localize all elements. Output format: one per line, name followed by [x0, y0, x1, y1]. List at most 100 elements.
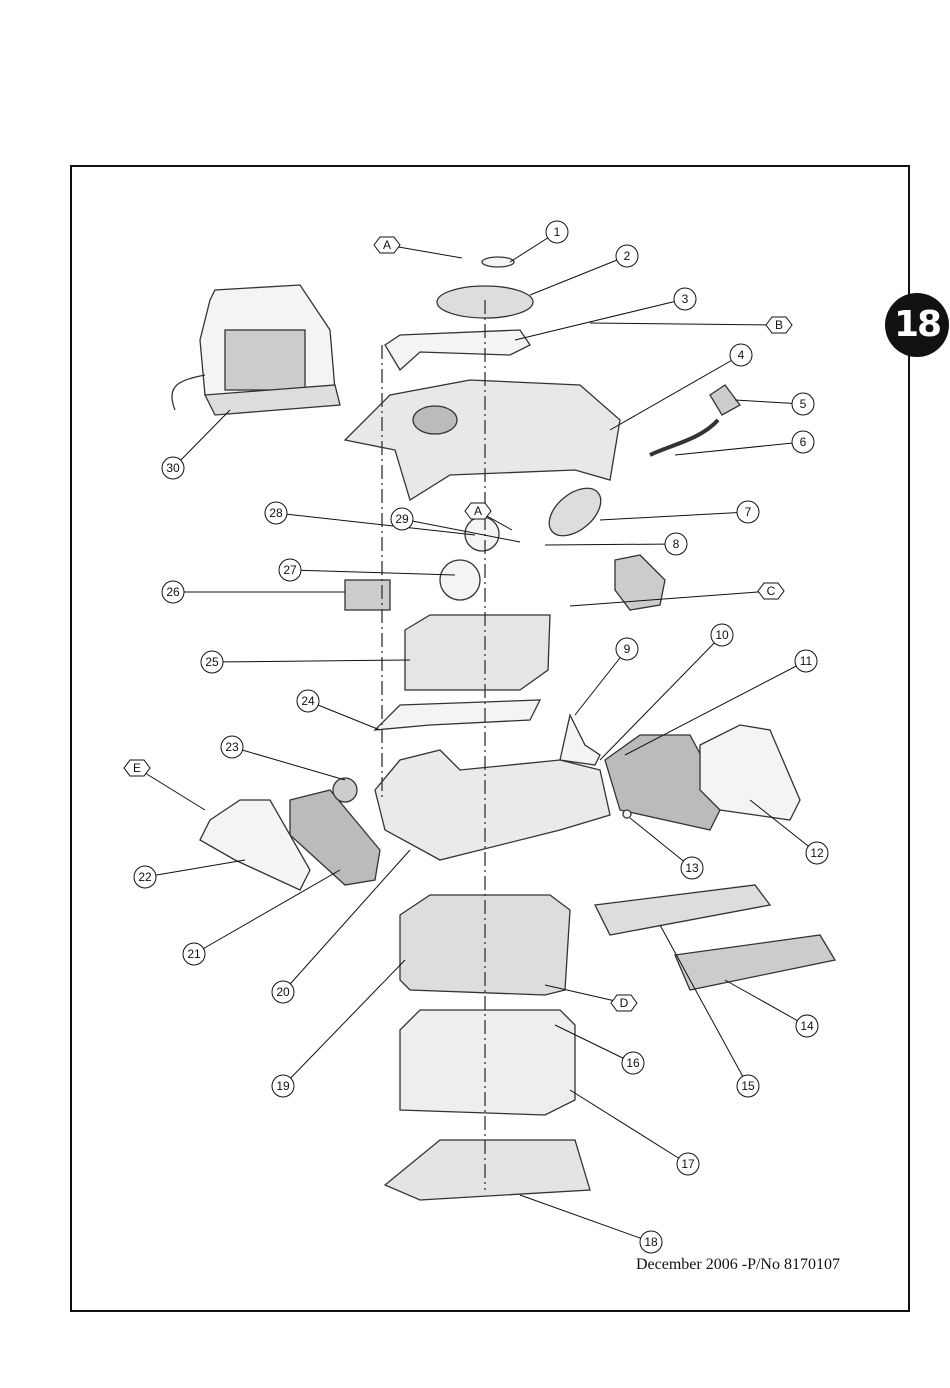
leader-line	[145, 860, 245, 877]
callout-1: 1	[546, 221, 568, 243]
callout-label: 19	[276, 1079, 290, 1093]
callout-21: 21	[183, 943, 205, 965]
part-1	[482, 257, 514, 267]
leader-line	[530, 256, 627, 295]
callout-label: 2	[624, 249, 631, 263]
callout-label: C	[767, 584, 776, 598]
leader-line	[515, 299, 685, 340]
leader-line	[402, 519, 520, 542]
part-7-float	[540, 479, 609, 545]
part-6-cable	[650, 420, 718, 455]
callout-15: 15	[737, 1075, 759, 1097]
leader-line	[675, 442, 803, 455]
callout-label: 30	[166, 461, 180, 475]
callout-29: 29	[391, 508, 413, 530]
leader-line	[630, 818, 692, 868]
part-24	[375, 700, 540, 730]
leader-line	[276, 513, 475, 535]
part-9	[560, 715, 600, 765]
leader-line	[194, 870, 340, 954]
callout-label: 27	[283, 563, 297, 577]
callout-22: 22	[134, 866, 156, 888]
leader-line	[545, 985, 624, 1003]
callout-A: A	[465, 503, 491, 519]
callout-label: 10	[715, 628, 729, 642]
callout-label: 3	[682, 292, 689, 306]
part-4-window	[413, 406, 457, 434]
callout-label: 15	[741, 1079, 755, 1093]
callout-label: 6	[800, 435, 807, 449]
part-15-roller	[595, 885, 770, 935]
callout-28: 28	[265, 502, 287, 524]
footer-text: December 2006 -P/No 8170107	[636, 1256, 840, 1274]
callout-13: 13	[681, 857, 703, 879]
callout-26: 26	[162, 581, 184, 603]
part-20-chassis	[375, 750, 610, 860]
leader-line	[308, 701, 380, 730]
callout-label: 8	[673, 537, 680, 551]
callout-24: 24	[297, 690, 319, 712]
callout-12: 12	[806, 842, 828, 864]
leader-line	[283, 960, 405, 1086]
leader-line	[590, 323, 779, 325]
callout-3: 3	[674, 288, 696, 310]
callout-label: 21	[187, 947, 201, 961]
callout-6: 6	[792, 431, 814, 453]
callout-label: 16	[626, 1056, 640, 1070]
callout-27: 27	[279, 559, 301, 581]
callout-B: B	[766, 317, 792, 333]
part-13	[623, 810, 631, 818]
leader-line	[725, 980, 807, 1026]
callout-D: D	[611, 995, 637, 1011]
callout-label: 14	[800, 1019, 814, 1033]
callout-23: 23	[221, 736, 243, 758]
callout-label: 1	[554, 225, 561, 239]
power-supply-body	[225, 330, 305, 390]
part-4-body	[345, 380, 620, 500]
callout-label: 28	[269, 506, 283, 520]
callout-4: 4	[730, 344, 752, 366]
callout-label: 22	[138, 870, 152, 884]
leader-line	[137, 768, 205, 810]
part-27	[440, 560, 480, 600]
callout-18: 18	[640, 1231, 662, 1253]
callout-17: 17	[677, 1153, 699, 1175]
callout-label: 17	[681, 1157, 695, 1171]
callout-label: 5	[800, 397, 807, 411]
callout-label: A	[383, 238, 391, 252]
callout-label: 25	[205, 655, 219, 669]
callout-label: D	[620, 996, 629, 1010]
parts-drawing	[172, 257, 835, 1200]
callout-label: 20	[276, 985, 290, 999]
leader-line	[570, 591, 771, 606]
callout-30: 30	[162, 457, 184, 479]
callout-9: 9	[616, 638, 638, 660]
callout-14: 14	[796, 1015, 818, 1037]
part-12-side	[700, 725, 800, 820]
leader-line	[520, 1195, 651, 1242]
callout-20: 20	[272, 981, 294, 1003]
part-23-wheel	[333, 778, 357, 802]
part-3-handle	[385, 330, 530, 370]
callout-11: 11	[795, 650, 817, 672]
part-26	[345, 580, 390, 610]
callout-label: 4	[738, 348, 745, 362]
leader-line	[600, 512, 748, 520]
callout-label: 13	[685, 861, 699, 875]
page-number-badge: 18	[885, 293, 949, 357]
callout-5: 5	[792, 393, 814, 415]
callout-25: 25	[201, 651, 223, 673]
callout-16: 16	[622, 1052, 644, 1074]
part-17-housing	[400, 1010, 575, 1115]
callout-C: C	[758, 583, 784, 599]
callout-label: E	[133, 761, 141, 775]
callout-label: 11	[800, 654, 813, 668]
callout-E: E	[124, 760, 150, 776]
callout-2: 2	[616, 245, 638, 267]
leader-line	[290, 570, 455, 575]
leader-line	[545, 544, 676, 545]
callout-label: 12	[810, 846, 824, 860]
callout-label: 7	[745, 505, 752, 519]
callout-label: 23	[225, 740, 239, 754]
